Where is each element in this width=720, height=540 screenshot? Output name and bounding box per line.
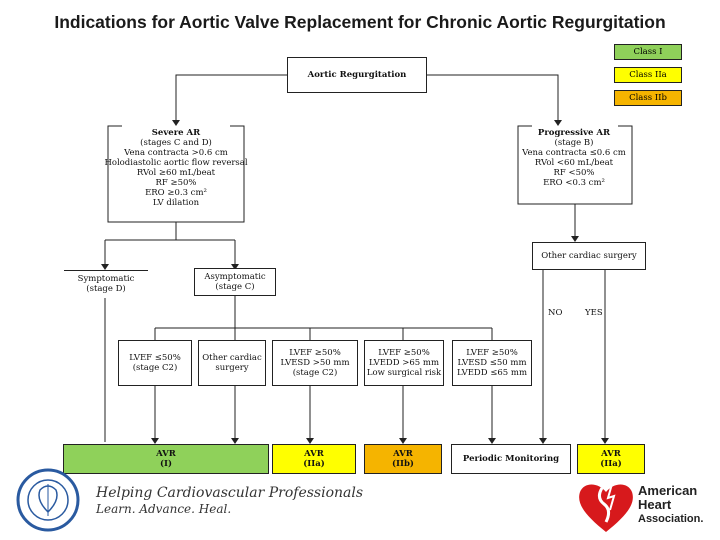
criteria-lvef-low: LVEF ≤50% (stage C2): [118, 340, 192, 386]
acc-tagline-1: Helping Cardiovascular Professionals: [96, 485, 364, 501]
outcome-avr-class-2b: AVR (IIb): [364, 444, 442, 474]
progressive-ar-heading: Progressive AR: [537, 128, 611, 138]
progressive-ar-line: RVol <60 mL/beat: [534, 158, 614, 168]
criteria-line: LVESD >50 mm: [280, 358, 350, 368]
asymptomatic-stage: (stage C): [215, 282, 255, 292]
criteria-line: LVESD ≤50 mm: [457, 358, 527, 368]
legend-class-2a: Class IIa: [614, 67, 682, 83]
criteria-line: LVEF ≥50%: [466, 348, 518, 358]
progressive-ar-line: RF <50%: [553, 168, 595, 178]
outcome-avr-label: AVR: [393, 449, 413, 459]
criteria-line: Low surgical risk: [366, 368, 442, 378]
legend-class-1: Class I: [614, 44, 682, 60]
criteria-lvesd-high: LVEF ≥50% LVESD >50 mm (stage C2): [272, 340, 358, 386]
outcome-avr-label: AVR: [304, 449, 324, 459]
criteria-line: Other cardiac: [202, 353, 262, 363]
symptomatic-node: Symptomatic (stage D): [64, 270, 148, 296]
symptomatic-stage: (stage D): [86, 283, 126, 294]
severe-ar-line: RF ≥50%: [155, 178, 197, 188]
progressive-ar-line: (stage B): [554, 138, 594, 148]
severe-ar-line: RVol ≥60 mL/beat: [136, 168, 216, 178]
aha-word-2: Heart: [638, 497, 672, 512]
progressive-ar-line: ERO <0.3 cm²: [543, 178, 605, 188]
root-aortic-regurgitation: Aortic Regurgitation: [287, 57, 427, 93]
yes-branch-label: YES: [585, 308, 603, 318]
aha-wordmark: American Heart Association.: [638, 484, 703, 526]
criteria-line: surgery: [215, 363, 249, 373]
severe-ar-line: Holodiastolic aortic flow reversal: [104, 158, 248, 168]
criteria-line: (stage C2): [132, 363, 178, 373]
page-title: Indications for Aortic Valve Replacement…: [54, 12, 666, 32]
other-cardiac-surgery-right-label: Other cardiac surgery: [541, 251, 637, 261]
severe-ar-line: ERO ≥0.3 cm²: [145, 188, 207, 198]
acc-tagline-2: Learn. Advance. Heal.: [96, 502, 232, 516]
outcome-avr-class-2a: AVR (IIa): [272, 444, 356, 474]
criteria-other-surgery: Other cardiac surgery: [198, 340, 266, 386]
progressive-ar-line: Vena contracta ≤0.6 cm: [522, 148, 626, 158]
aha-word-3: Association.: [638, 513, 704, 525]
root-label: Aortic Regurgitation: [307, 70, 407, 80]
outcome-avr-class: (I): [159, 459, 173, 469]
asymptomatic-label: Asymptomatic: [204, 272, 266, 282]
criteria-normal-dims: LVEF ≥50% LVESD ≤50 mm LVEDD ≤65 mm: [452, 340, 532, 386]
legend-class-2b-label: Class IIb: [629, 93, 667, 103]
outcome-avr-class: (IIa): [600, 459, 622, 469]
criteria-line: LVEF ≥50%: [289, 348, 341, 358]
asymptomatic-node: Asymptomatic (stage C): [194, 268, 276, 296]
outcome-avr-class-1: AVR (I): [63, 444, 269, 474]
other-cardiac-surgery-right: Other cardiac surgery: [532, 242, 646, 270]
severe-ar-line: LV dilation: [152, 198, 200, 208]
outcome-avr-label: AVR: [601, 449, 621, 459]
criteria-line: LVEF ≤50%: [129, 353, 181, 363]
symptomatic-label: Symptomatic: [77, 273, 135, 284]
legend-class-2b: Class IIb: [614, 90, 682, 106]
criteria-line: LVEDD ≤65 mm: [456, 368, 528, 378]
legend-class-1-label: Class I: [633, 47, 663, 57]
criteria-line: LVEDD >65 mm: [368, 358, 440, 368]
criteria-line: LVEF ≥50%: [378, 348, 430, 358]
no-branch-label: NO: [548, 308, 563, 318]
severe-ar-line: Vena contracta >0.6 cm: [124, 148, 228, 158]
outcome-avr-class: (IIb): [392, 459, 414, 469]
outcome-avr-label: AVR: [156, 449, 176, 459]
outcome-periodic-monitoring: Periodic Monitoring: [451, 444, 571, 474]
outcome-monitoring-label: Periodic Monitoring: [462, 454, 560, 464]
progressive-ar-criteria: Progressive AR (stage B) Vena contracta …: [518, 128, 630, 204]
severe-ar-heading: Severe AR: [151, 128, 201, 138]
severe-ar-line: (stages C and D): [140, 138, 212, 148]
legend-class-2a-label: Class IIa: [629, 70, 667, 80]
criteria-lvedd-high: LVEF ≥50% LVEDD >65 mm Low surgical risk: [364, 340, 444, 386]
criteria-line: (stage C2): [292, 368, 338, 378]
outcome-avr-class: (IIa): [303, 459, 325, 469]
severe-ar-criteria: Severe AR (stages C and D) Vena contract…: [104, 128, 247, 220]
outcome-avr-class-2a-right: AVR (IIa): [577, 444, 645, 474]
aha-word-1: American: [638, 483, 698, 498]
